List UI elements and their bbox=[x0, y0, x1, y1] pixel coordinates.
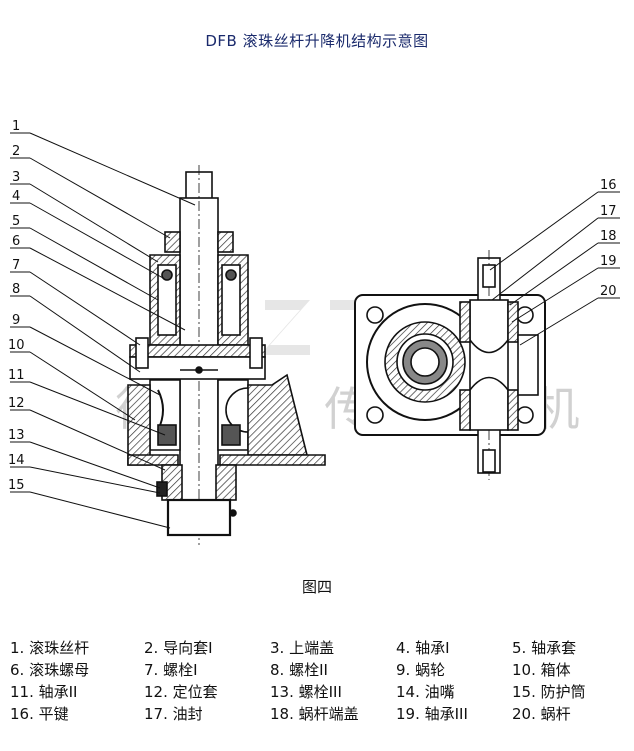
callout-4: 4 bbox=[12, 189, 20, 204]
legend-item: 17. 油封 bbox=[144, 704, 203, 723]
legend-item: 9. 蜗轮 bbox=[396, 660, 446, 679]
callout-17: 17 bbox=[600, 204, 617, 219]
callout-3: 3 bbox=[12, 170, 20, 185]
callout-5: 5 bbox=[12, 214, 20, 229]
legend-item: 20. 蜗杆 bbox=[512, 704, 571, 723]
diagram-title: DFB 滚珠丝杆升降机结构示意图 bbox=[205, 32, 429, 50]
callout-10: 10 bbox=[8, 338, 25, 353]
legend-item: 13. 螺栓III bbox=[270, 682, 342, 701]
callout-2: 2 bbox=[12, 144, 20, 159]
legend-item: 14. 油嘴 bbox=[396, 682, 455, 701]
callout-numbers-right: 16 17 18 19 20 bbox=[600, 178, 617, 299]
callout-numbers-left: 1 2 3 4 5 6 7 8 9 10 11 12 13 14 15 bbox=[8, 119, 25, 493]
callout-6: 6 bbox=[12, 234, 20, 249]
callout-18: 18 bbox=[600, 229, 617, 244]
legend-item: 7. 螺栓I bbox=[144, 660, 198, 679]
legend-item: 1. 滚珠丝杆 bbox=[10, 638, 90, 657]
legend-row: 1. 滚珠丝杆 2. 导向套I 3. 上端盖 4. 轴承I 5. 轴承套 bbox=[10, 636, 630, 658]
legend-item: 16. 平键 bbox=[10, 704, 69, 723]
legend-row: 11. 轴承II 12. 定位套 13. 螺栓III 14. 油嘴 15. 防护… bbox=[10, 680, 630, 702]
leader-lines-right bbox=[489, 191, 620, 346]
legend-item: 19. 轴承III bbox=[396, 704, 468, 723]
legend-item: 10. 箱体 bbox=[512, 660, 571, 679]
callout-1: 1 bbox=[12, 119, 20, 134]
legend-item: 4. 轴承I bbox=[396, 638, 450, 657]
legend-item: 5. 轴承套 bbox=[512, 638, 577, 657]
callout-20: 20 bbox=[600, 284, 617, 299]
callout-11: 11 bbox=[8, 368, 25, 383]
right-end-view bbox=[354, 250, 546, 480]
legend-item: 12. 定位套 bbox=[144, 682, 218, 701]
legend-row: 16. 平键 17. 油封 18. 蜗杆端盖 19. 轴承III 20. 蜗杆 bbox=[10, 702, 630, 724]
legend-item: 8. 螺栓II bbox=[270, 660, 328, 679]
legend-item: 6. 滚珠螺母 bbox=[10, 660, 90, 679]
callout-19: 19 bbox=[600, 254, 617, 269]
callout-12: 12 bbox=[8, 396, 25, 411]
callout-15: 15 bbox=[8, 478, 25, 493]
leader-lines-left bbox=[10, 132, 196, 529]
callout-13: 13 bbox=[8, 428, 25, 443]
callout-8: 8 bbox=[12, 282, 20, 297]
legend-item: 15. 防护筒 bbox=[512, 682, 586, 701]
parts-legend: 1. 滚珠丝杆 2. 导向套I 3. 上端盖 4. 轴承I 5. 轴承套 6. … bbox=[10, 636, 630, 724]
legend-item: 2. 导向套I bbox=[144, 638, 213, 657]
callout-16: 16 bbox=[600, 178, 617, 193]
callout-9: 9 bbox=[12, 313, 20, 328]
figure-caption: 图四 bbox=[301, 578, 332, 596]
callout-7: 7 bbox=[12, 258, 20, 273]
legend-item: 18. 蜗杆端盖 bbox=[270, 704, 359, 723]
callout-14: 14 bbox=[8, 453, 25, 468]
left-section-view bbox=[127, 165, 326, 545]
legend-row: 6. 滚珠螺母 7. 螺栓I 8. 螺栓II 9. 蜗轮 10. 箱体 bbox=[10, 658, 630, 680]
legend-item: 3. 上端盖 bbox=[270, 638, 335, 657]
legend-item: 11. 轴承II bbox=[10, 682, 78, 701]
